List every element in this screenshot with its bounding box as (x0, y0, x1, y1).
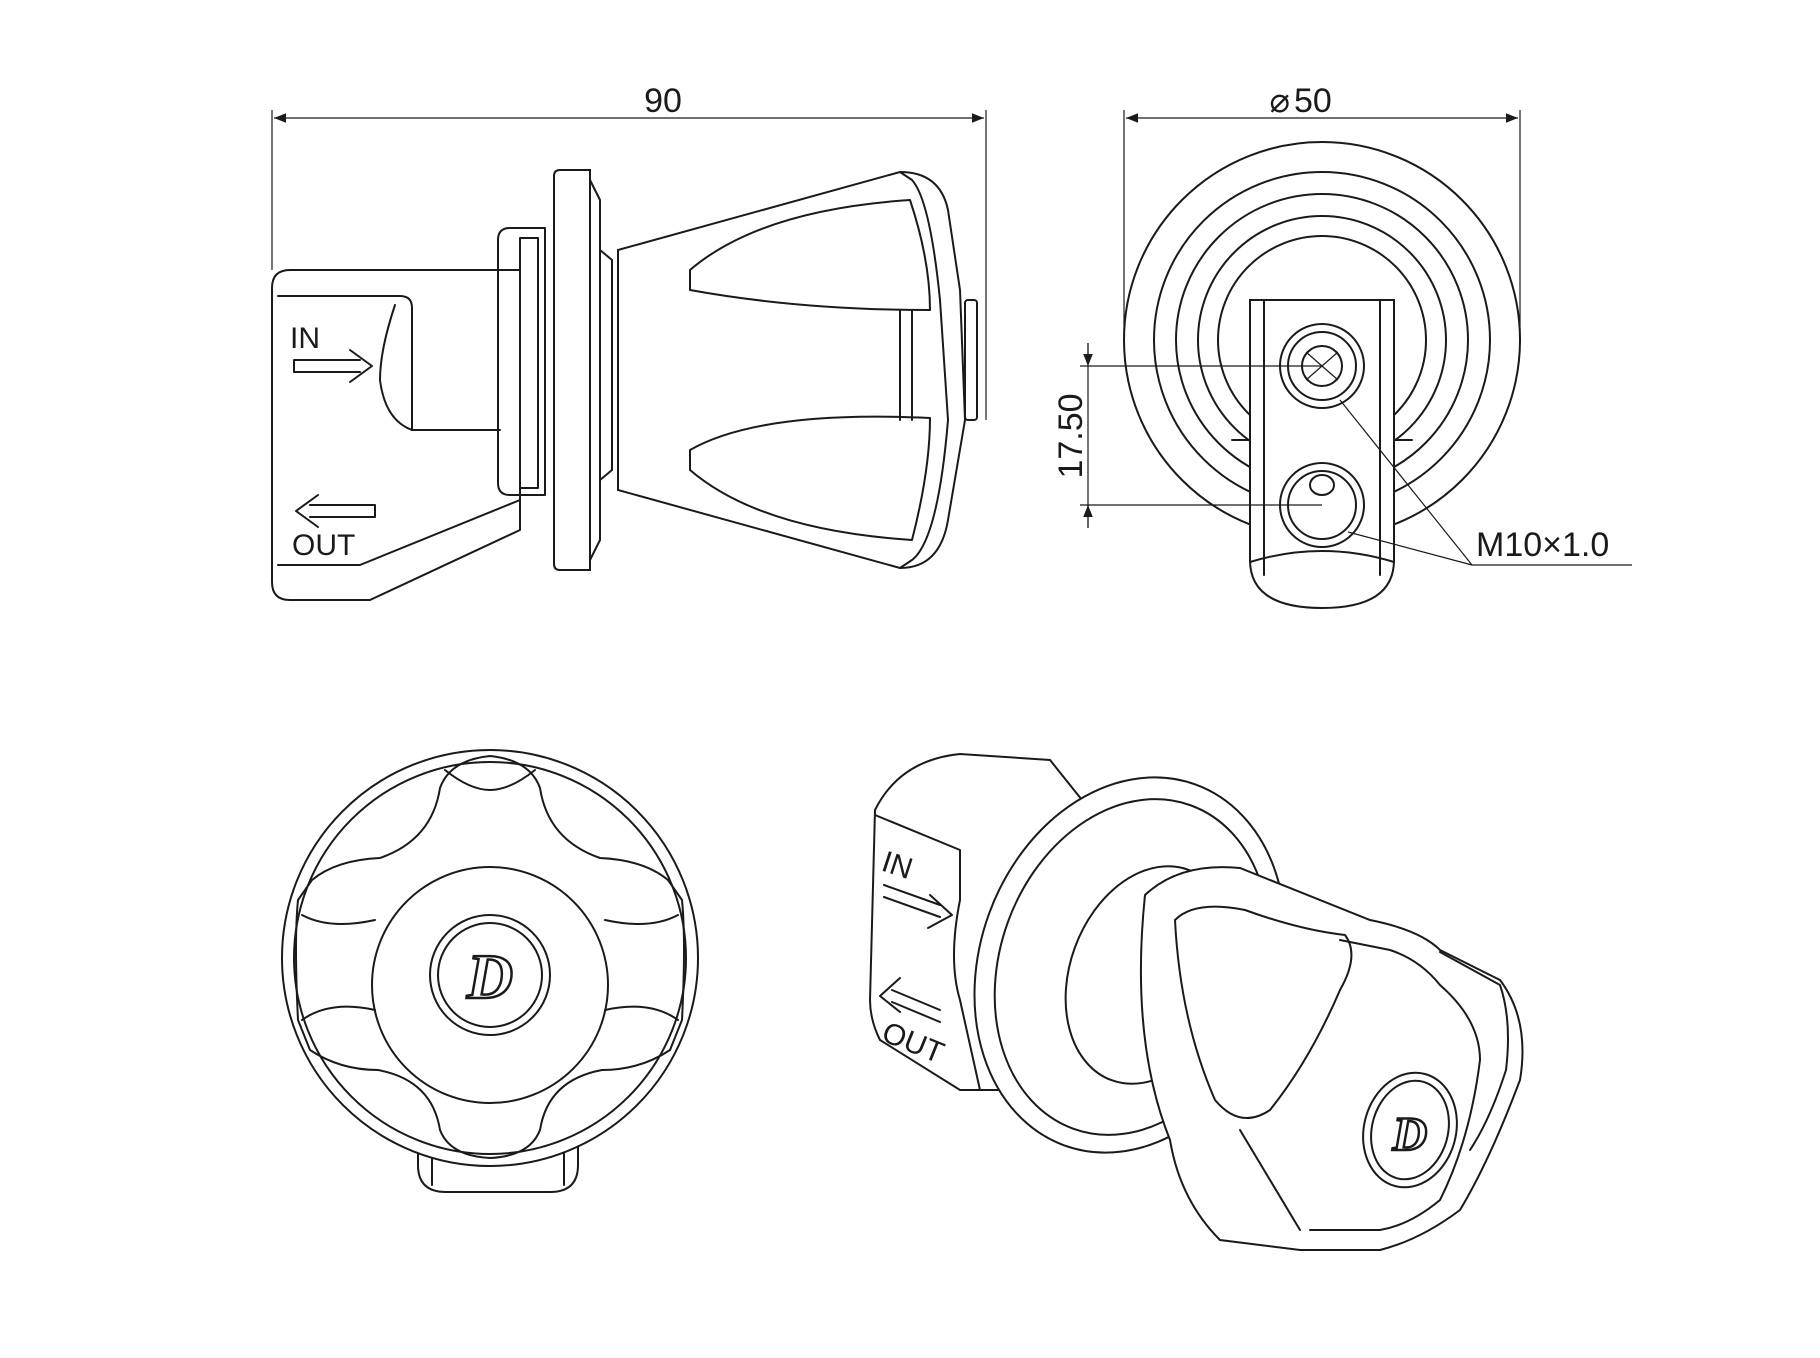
knob-center-disc (371, 866, 609, 1104)
isometric-view: IN OUT D (868, 752, 1524, 1251)
length-dimension: 90 (271, 82, 987, 420)
logo-badge (429, 914, 551, 1036)
iso-knob-body (1139, 866, 1524, 1251)
iso-inlet-arrow (883, 884, 953, 929)
thread-callout-text: M10×1.0 (1476, 526, 1609, 564)
outlet-label: OUT (292, 529, 355, 562)
rear-view: D (281, 749, 699, 1193)
spacing-dimension: 17.50 (1052, 343, 1322, 528)
iso-outlet-arrow (879, 977, 941, 1023)
port-block (271, 269, 521, 601)
thread-callout: M10×1.0 (1339, 399, 1632, 566)
diameter-symbol: ⌀ (1270, 82, 1290, 120)
flange (553, 169, 591, 571)
stem (417, 1089, 579, 1193)
length-dimension-text: 90 (644, 82, 682, 120)
iso-logo-badge (1362, 1071, 1458, 1189)
diameter-dimension: ⌀ 50 (1123, 82, 1521, 340)
diameter-dimension-text: 50 (1294, 82, 1332, 120)
front-view: ⌀ 50 17.50 (1052, 82, 1632, 610)
knob-outline (281, 749, 699, 1167)
inlet-label: IN (290, 322, 320, 355)
port-block-front (1249, 299, 1395, 610)
iso-logo-mark: D (1392, 1108, 1428, 1161)
spacing-dimension-text: 17.50 (1052, 393, 1090, 478)
outlet-arrow (295, 494, 376, 528)
logo-mark: D (466, 941, 513, 1012)
knob-body (617, 170, 967, 570)
inlet-arrow (293, 349, 373, 383)
side-view: 90 IN OUT (271, 82, 987, 601)
